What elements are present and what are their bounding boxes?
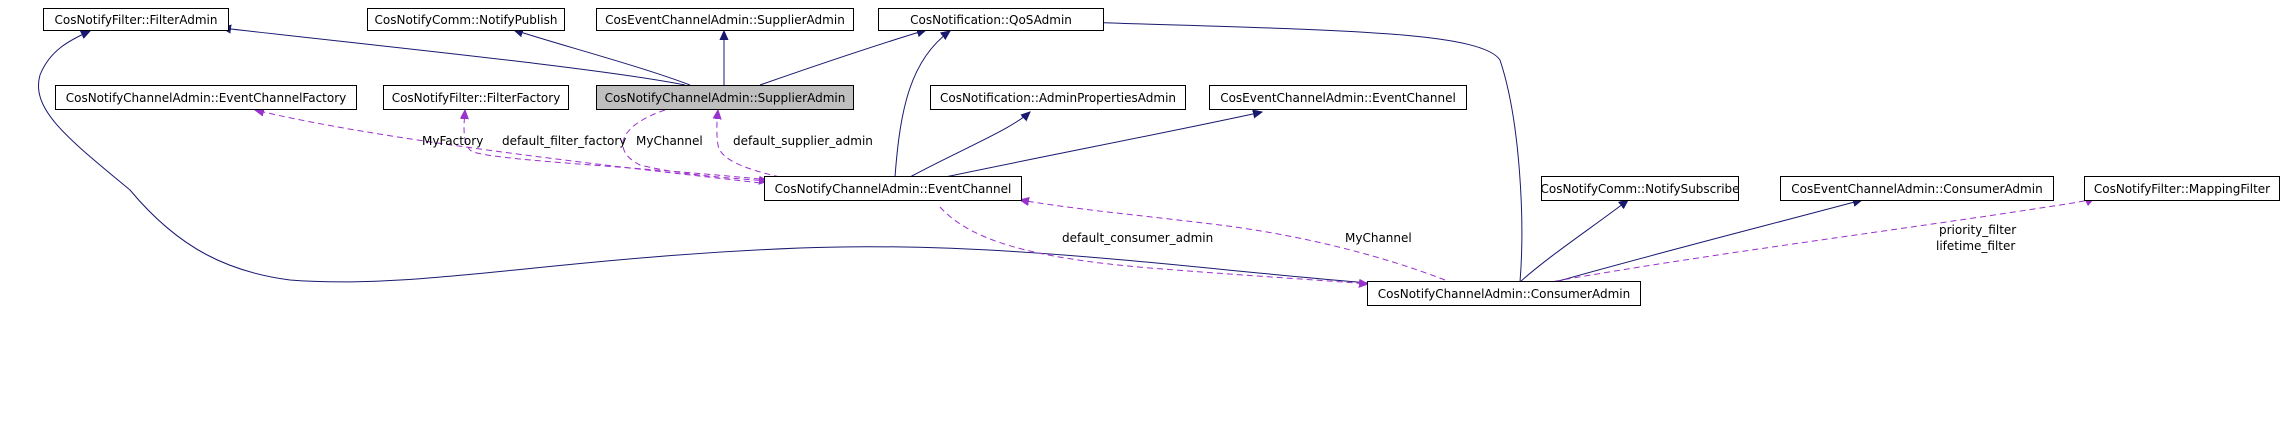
node-qos-admin[interactable]: CosNotification::QoSAdmin [878, 8, 1104, 31]
node-consumer-admin[interactable]: CosNotifyChannelAdmin::ConsumerAdmin [1367, 281, 1641, 306]
edge-use-default-consumer-admin [939, 206, 1368, 284]
node-label: CosNotifyFilter::FilterAdmin [54, 13, 217, 27]
edge-consumer-admin-to-notify-subscribe [1519, 200, 1628, 283]
edge-label-my-channel-consumer: MyChannel [1345, 231, 1412, 245]
edge-use-default-filter-factory [464, 110, 771, 181]
node-label: CosNotification::QoSAdmin [910, 13, 1072, 27]
node-notify-subscribe[interactable]: CosNotifyComm::NotifySubscribe [1540, 176, 1740, 201]
edge-supplier-admin-to-qos-admin [759, 30, 926, 86]
nodes: CosNotifyFilter::FilterAdmin CosNotifyCo… [43, 8, 2280, 306]
edge-label-default-consumer-admin: default_consumer_admin [1062, 231, 1213, 245]
node-label: CosNotifyChannelAdmin::EventChannel [775, 182, 1012, 196]
node-mapping-filter[interactable]: CosNotifyFilter::MappingFilter [2084, 176, 2280, 201]
edge-consumer-admin-to-filter-admin [38, 31, 1371, 284]
edge-use-default-supplier-admin [717, 110, 781, 178]
edge-event-channel-to-admin-properties [909, 112, 1030, 178]
edges [38, 22, 2094, 284]
edge-use-my-channel-supplier [622, 109, 768, 181]
edge-label-default-supplier-admin: default_supplier_admin [733, 134, 873, 148]
node-notify-publish[interactable]: CosNotifyComm::NotifyPublish [367, 8, 565, 31]
edge-label-default-filter-factory: default_filter_factory [502, 134, 626, 148]
edge-label-my-factory: MyFactory [422, 134, 483, 148]
node-label: CosNotifyFilter::FilterFactory [392, 91, 561, 105]
node-label: CosNotifyChannelAdmin::EventChannelFacto… [66, 91, 347, 105]
node-event-channel[interactable]: CosNotifyChannelAdmin::EventChannel [764, 176, 1022, 201]
node-label: CosNotification::AdminPropertiesAdmin [940, 91, 1176, 105]
node-admin-properties-admin[interactable]: CosNotification::AdminPropertiesAdmin [930, 85, 1186, 110]
node-ec-event-channel[interactable]: CosEventChannelAdmin::EventChannel [1209, 85, 1467, 110]
edge-use-my-factory [255, 110, 771, 185]
edge-label-lifetime-filter: lifetime_filter [1936, 239, 2015, 253]
edge-label-my-channel-supplier: MyChannel [636, 134, 703, 148]
edge-label-priority-filter: priority_filter [1939, 223, 2016, 237]
node-label: CosNotifyComm::NotifySubscribe [1540, 182, 1739, 196]
node-label: CosNotifyChannelAdmin::SupplierAdmin [605, 91, 846, 105]
edge-supplier-admin-to-filter-admin [222, 28, 686, 86]
node-label: CosEventChannelAdmin::SupplierAdmin [605, 13, 845, 27]
edge-use-mapping-filter [1544, 198, 2094, 284]
edge-consumer-admin-to-ec-consumer-admin [1554, 200, 1862, 283]
node-event-channel-factory[interactable]: CosNotifyChannelAdmin::EventChannelFacto… [55, 85, 357, 110]
edge-supplier-admin-to-notify-publish [514, 30, 691, 86]
edge-use-my-channel-consumer [1020, 200, 1446, 281]
edge-event-channel-to-qos-admin [894, 31, 950, 178]
node-filter-admin[interactable]: CosNotifyFilter::FilterAdmin [43, 8, 229, 31]
node-supplier-admin[interactable]: CosNotifyChannelAdmin::SupplierAdmin [596, 85, 854, 110]
edge-consumer-admin-to-qos-admin [1080, 22, 1523, 283]
edge-event-channel-to-ec-event-channel [944, 112, 1262, 178]
node-filter-factory[interactable]: CosNotifyFilter::FilterFactory [383, 85, 569, 110]
node-label: CosEventChannelAdmin::ConsumerAdmin [1791, 182, 2042, 196]
edge-labels: MyFactory default_filter_factory MyChann… [422, 134, 2016, 253]
node-label: CosNotifyFilter::MappingFilter [2094, 182, 2270, 196]
node-label: CosEventChannelAdmin::EventChannel [1220, 91, 1456, 105]
node-label: CosNotifyComm::NotifyPublish [375, 13, 558, 27]
node-ec-consumer-admin[interactable]: CosEventChannelAdmin::ConsumerAdmin [1780, 176, 2054, 201]
node-label: CosNotifyChannelAdmin::ConsumerAdmin [1378, 287, 1630, 301]
node-ec-supplier-admin[interactable]: CosEventChannelAdmin::SupplierAdmin [596, 8, 854, 31]
